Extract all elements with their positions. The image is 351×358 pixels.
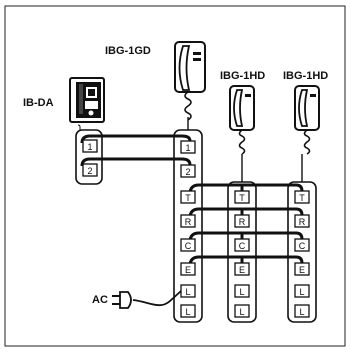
sub1-terminal-label: L bbox=[239, 307, 244, 317]
wires bbox=[80, 134, 304, 267]
master-terminal-label: E bbox=[185, 265, 191, 275]
sub2-terminal-label: C bbox=[299, 241, 306, 251]
wire-2 bbox=[80, 157, 192, 167]
sub2-terminal-label: L bbox=[299, 307, 304, 317]
sub-handset-2-label: IBG-1HD bbox=[283, 70, 328, 82]
ac-label: AC bbox=[92, 294, 108, 306]
sub2-terminal-label: T bbox=[299, 193, 305, 203]
door-station-unit bbox=[69, 77, 105, 123]
sub1-terminal-label: R bbox=[239, 217, 246, 227]
sub1-terminals: T R C E L L bbox=[234, 190, 250, 318]
wire-C bbox=[188, 231, 304, 243]
sub-handset-2-unit bbox=[294, 85, 320, 155]
sub1-terminal-label: L bbox=[239, 287, 244, 297]
sub-handset-1-label: IBG-1HD bbox=[220, 70, 265, 82]
ac-plug-icon bbox=[112, 290, 182, 309]
sub1-terminal-label: E bbox=[239, 265, 245, 275]
wire-E bbox=[188, 255, 304, 267]
wire-R bbox=[188, 207, 304, 219]
master-handset-unit bbox=[174, 41, 206, 121]
sub-handset-1-unit bbox=[229, 85, 255, 155]
sub2-terminals: T R C E L L bbox=[294, 190, 310, 318]
master-label: IBG-1GD bbox=[105, 45, 151, 57]
door-station-label: IB-DA bbox=[23, 97, 54, 109]
sub2-terminal-label: R bbox=[299, 217, 306, 227]
master-terminal-label: L bbox=[185, 307, 190, 317]
sub2-terminal-label: L bbox=[299, 287, 304, 297]
master-terminal-label: C bbox=[185, 241, 192, 251]
master-terminal-label: 1 bbox=[185, 143, 190, 153]
master-terminal-label: R bbox=[185, 217, 192, 227]
sub1-terminal-label: C bbox=[239, 241, 246, 251]
sub2-terminal-label: E bbox=[299, 265, 305, 275]
master-terminal-label: 2 bbox=[185, 167, 190, 177]
wire-T bbox=[188, 183, 304, 195]
sub1-terminal-label: T bbox=[239, 193, 245, 203]
door-terminals: 1 2 bbox=[82, 139, 98, 177]
door-terminal-label: 2 bbox=[87, 166, 92, 176]
master-terminal-label: T bbox=[185, 193, 191, 203]
master-terminal-label: L bbox=[185, 287, 190, 297]
diagram-frame bbox=[4, 5, 346, 347]
wire-1 bbox=[80, 134, 192, 144]
door-terminal-label: 1 bbox=[87, 142, 92, 152]
